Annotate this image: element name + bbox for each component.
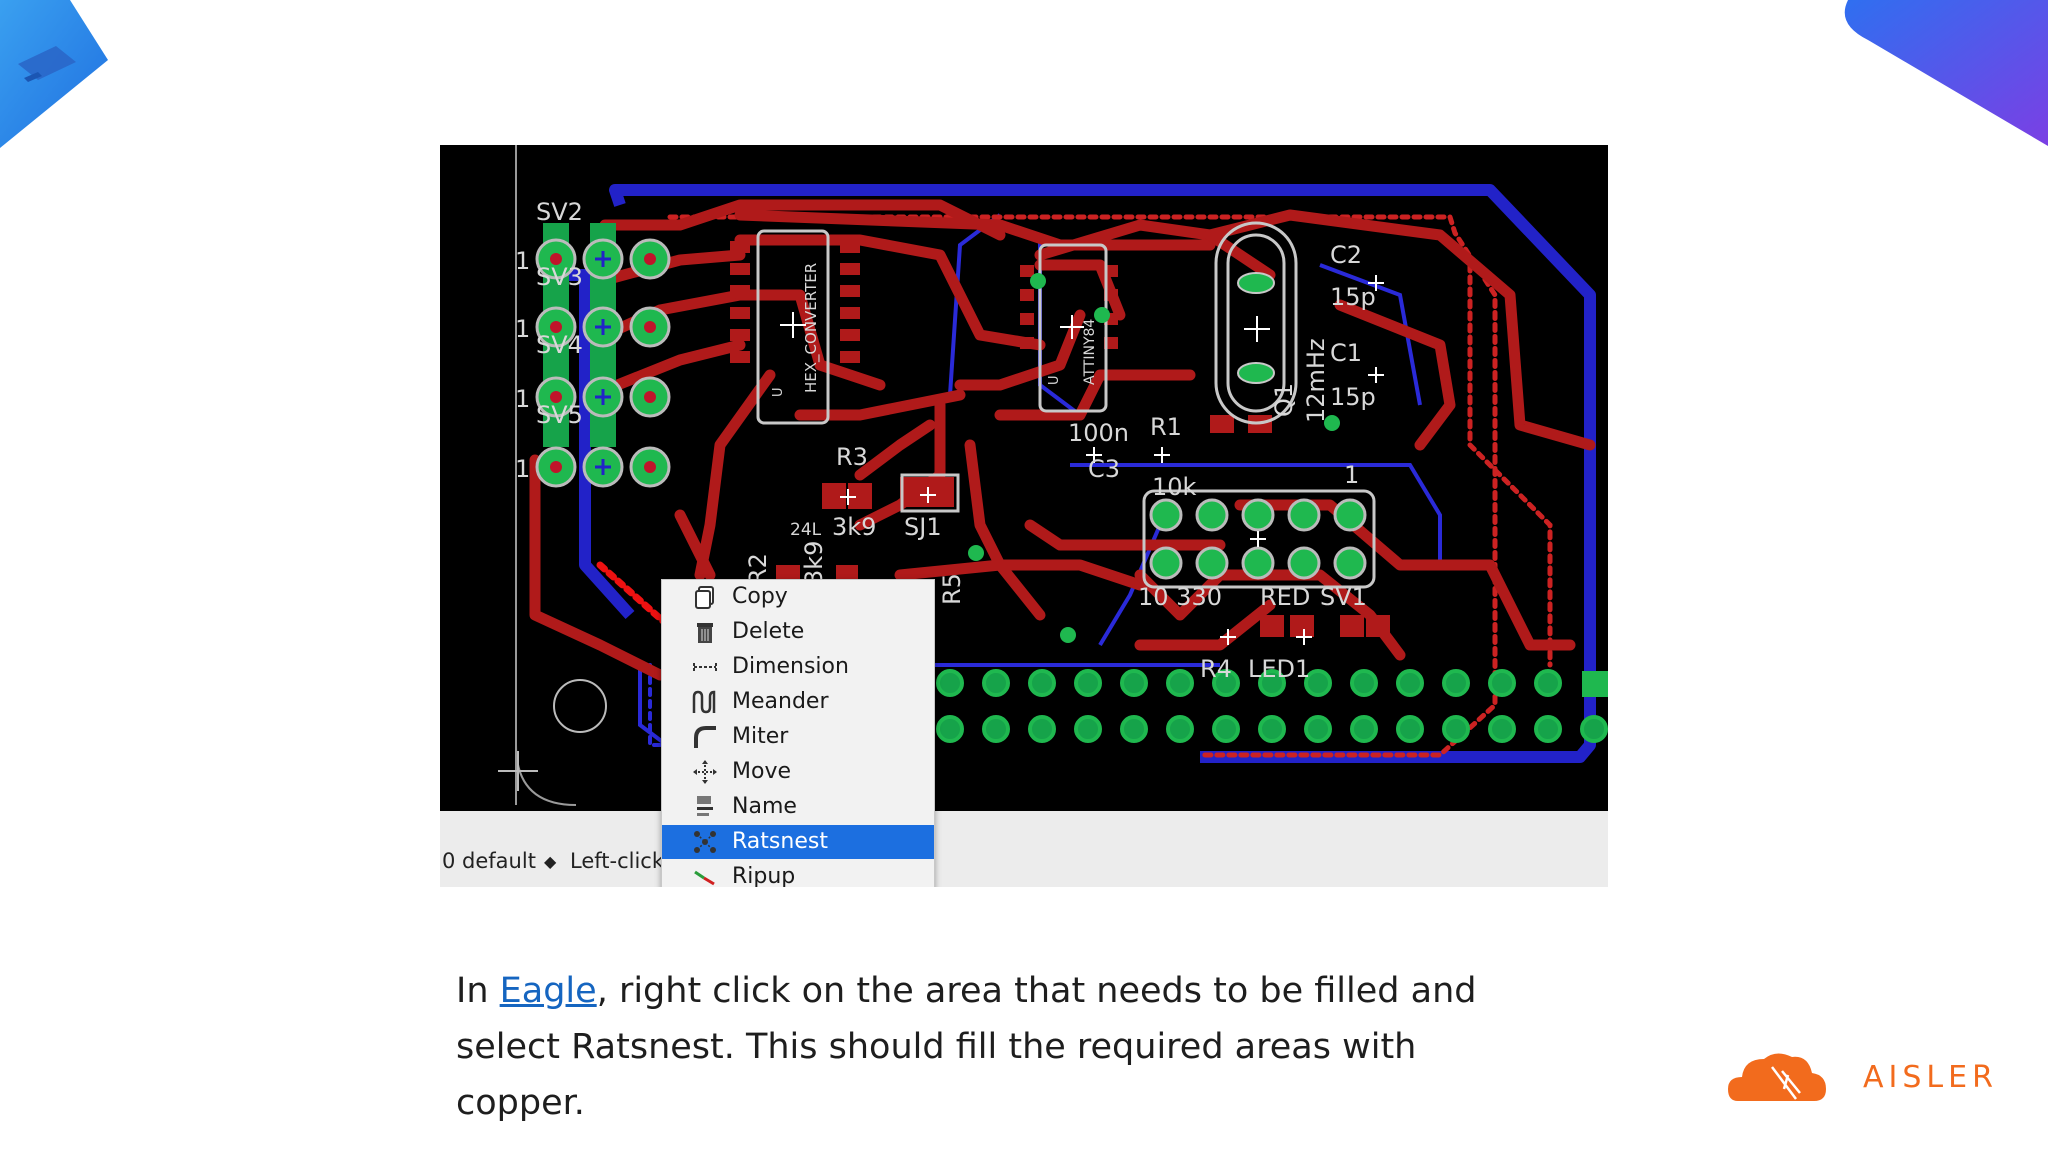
- ratsnest-icon: [694, 831, 716, 853]
- label-24l: 24L: [790, 520, 822, 540]
- label-q1: Q1: [1270, 383, 1298, 417]
- vias: [968, 273, 1340, 643]
- label-c3-value: 100n: [1068, 419, 1129, 447]
- label-pin1-sv3: 1: [515, 315, 530, 343]
- menu-item-label: Move: [732, 759, 791, 784]
- origin-crosses: [780, 275, 1384, 645]
- eagle-screenshot: SV2 SV3 SV4 SV5 1 1 1 1 HEX_CONVERTER U …: [440, 145, 1608, 887]
- miter-icon: [694, 726, 716, 748]
- label-red: RED: [1260, 583, 1310, 611]
- label-sv2: SV2: [536, 198, 583, 226]
- context-menu: Copy Delete Dimension Meander Miter Move…: [661, 579, 935, 887]
- status-layer: 0 default: [442, 849, 536, 873]
- menu-item-move[interactable]: Move: [662, 755, 934, 789]
- label-c1: C1: [1330, 339, 1362, 367]
- menu-item-label: Ripup: [732, 864, 796, 887]
- bottom-pin-rows: [936, 669, 1608, 743]
- label-sj1: SJ1: [904, 513, 942, 541]
- label-pin1-sv4: 1: [515, 385, 530, 413]
- label-pin1-sv5: 1: [515, 455, 530, 483]
- status-hint: Left-click: [570, 849, 665, 873]
- pcb-board-canvas: SV2 SV3 SV4 SV5 1 1 1 1 HEX_CONVERTER U …: [440, 145, 1608, 811]
- silkscreen-outlines: [756, 221, 1298, 513]
- menu-item-label: Ratsnest: [732, 829, 828, 854]
- copy-icon: [695, 586, 714, 609]
- header-pins-sv1: [1149, 498, 1367, 580]
- bottom-layer-traces: [560, 184, 1596, 763]
- menu-item-label: Delete: [732, 619, 805, 644]
- menu-item-label: Name: [732, 794, 797, 819]
- meander-icon: [692, 690, 716, 714]
- label-r3: R3: [836, 443, 868, 471]
- label-sv4: SV4: [536, 331, 583, 359]
- silkscreen-labels: SV2 SV3 SV4 SV5 1 1 1 1 HEX_CONVERTER U …: [515, 198, 1376, 683]
- label-pin1-sv2: 1: [515, 247, 530, 275]
- ripup-icon: [694, 870, 715, 886]
- label-resistor-values: 10 330: [1138, 583, 1222, 611]
- label-r4: R4: [1200, 655, 1232, 683]
- move-icon: [693, 760, 717, 784]
- status-bar: [440, 827, 1608, 887]
- label-crystal-freq: 12mHz: [1302, 338, 1330, 423]
- label-sv3: SV3: [536, 263, 583, 291]
- corner-decoration-top-left: [0, 0, 108, 148]
- label-r5: R5: [938, 573, 966, 605]
- menu-item-dimension[interactable]: Dimension: [662, 650, 934, 684]
- menu-item-label: Miter: [732, 724, 789, 749]
- menu-item-label: Copy: [732, 584, 788, 609]
- caption-paragraph: In Eagle, right click on the area that n…: [456, 963, 1556, 1131]
- menu-item-copy[interactable]: Copy: [662, 580, 934, 614]
- top-layer-traces: [529, 199, 1596, 681]
- caption-text-before: In: [456, 971, 500, 1011]
- label-r2-value: 3k9: [800, 541, 828, 585]
- dimension-icon: [693, 663, 717, 671]
- pcb-drawing: SV2 SV3 SV4 SV5 1 1 1 1 HEX_CONVERTER U …: [498, 145, 1608, 806]
- label-led1: LED1: [1248, 655, 1310, 683]
- label-c1-value: 15p: [1330, 383, 1376, 411]
- label-r1-value: 10k: [1152, 473, 1197, 501]
- brand-name: AISLER: [1863, 1060, 1998, 1095]
- aisler-logo-icon: [1728, 1053, 1826, 1101]
- label-c2: C2: [1330, 241, 1362, 269]
- eagle-link[interactable]: Eagle: [499, 971, 597, 1011]
- trash-icon: [697, 623, 713, 643]
- label-c2-value: 15p: [1330, 283, 1376, 311]
- label-hex-converter: HEX_CONVERTER: [802, 263, 821, 393]
- menu-item-name[interactable]: Name: [662, 790, 934, 824]
- menu-item-ripup[interactable]: Ripup: [662, 860, 934, 887]
- label-sv1-pin1: 1: [1344, 461, 1359, 489]
- menu-item-meander[interactable]: Meander: [662, 685, 934, 719]
- label-sv1: SV1: [1320, 583, 1367, 611]
- menu-item-delete[interactable]: Delete: [662, 615, 934, 649]
- label-attiny84: ATTINY84: [1082, 319, 1098, 385]
- label-r3-value: 3k9: [832, 513, 876, 541]
- diamond-icon: ◆: [544, 852, 557, 871]
- name-icon: [697, 796, 713, 816]
- label-c3: C3: [1088, 455, 1120, 483]
- menu-item-miter[interactable]: Miter: [662, 720, 934, 754]
- label-r1: R1: [1150, 413, 1182, 441]
- menu-item-label: Meander: [732, 689, 829, 714]
- menu-item-ratsnest[interactable]: Ratsnest: [662, 825, 934, 859]
- label-u-hex: U: [771, 387, 786, 397]
- label-u-attiny: U: [1047, 375, 1062, 385]
- mounting-hole: [553, 679, 607, 733]
- label-sv5: SV5: [536, 401, 583, 429]
- corner-decoration-top-right: [1844, 0, 2048, 146]
- caption-text-after: , right click on the area that needs to …: [456, 971, 1477, 1123]
- menu-item-label: Dimension: [732, 654, 849, 679]
- header-pins-left: [535, 223, 671, 488]
